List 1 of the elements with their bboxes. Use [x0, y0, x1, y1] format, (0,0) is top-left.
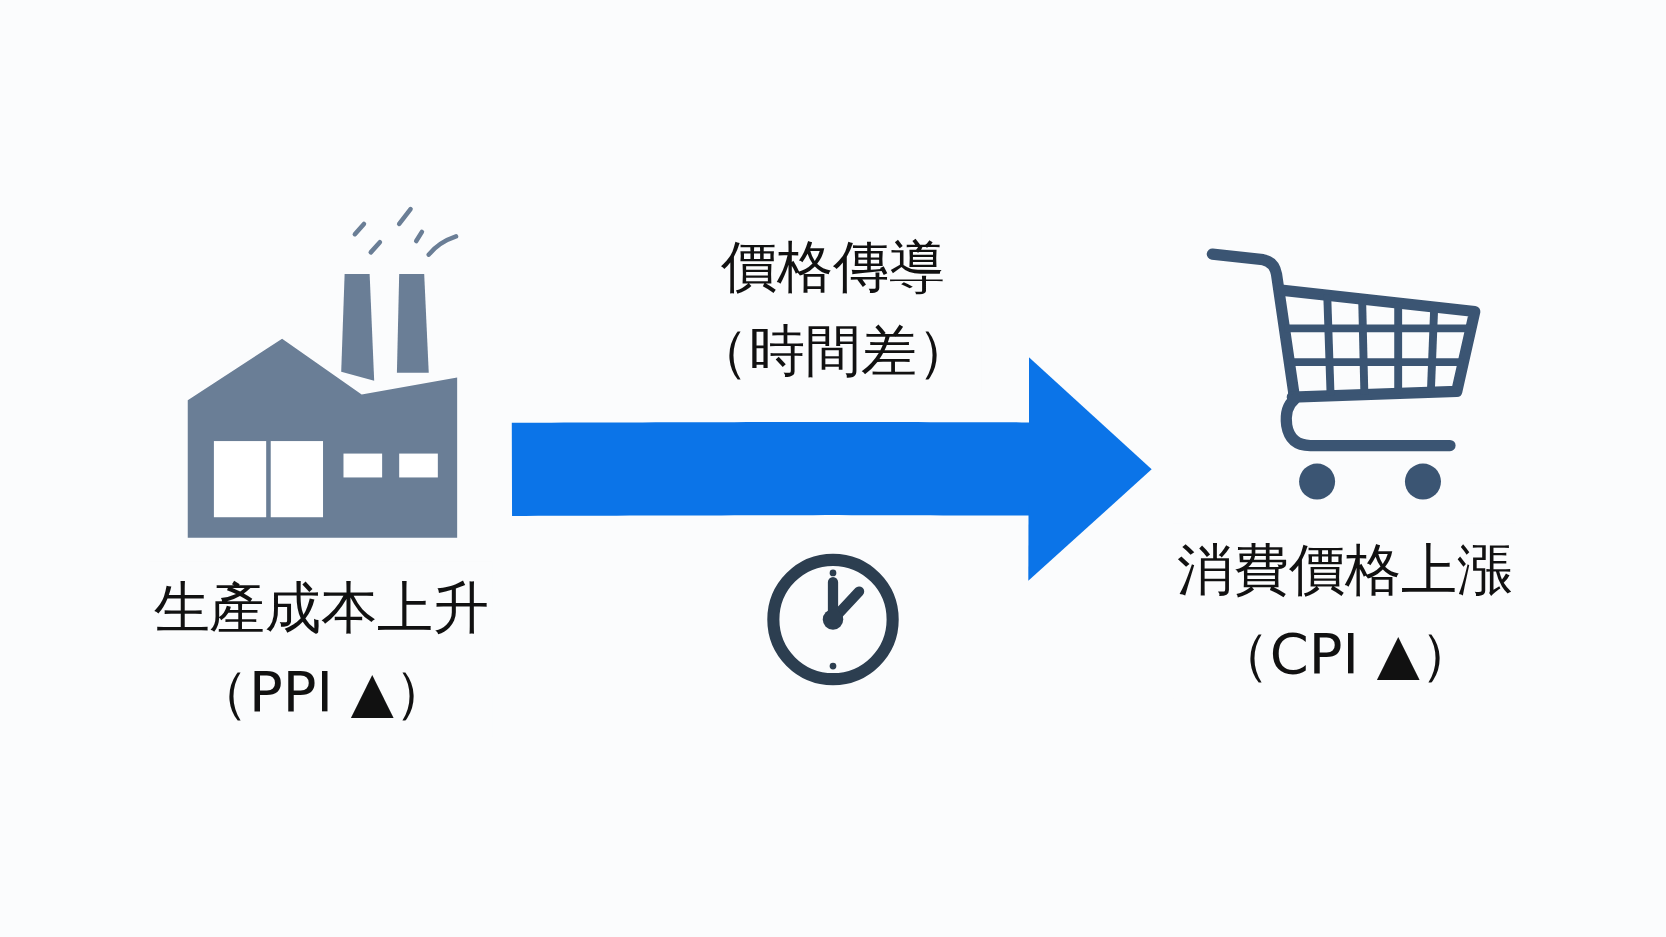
edge-label: 價格傳導（時間差）: [693, 233, 973, 383]
